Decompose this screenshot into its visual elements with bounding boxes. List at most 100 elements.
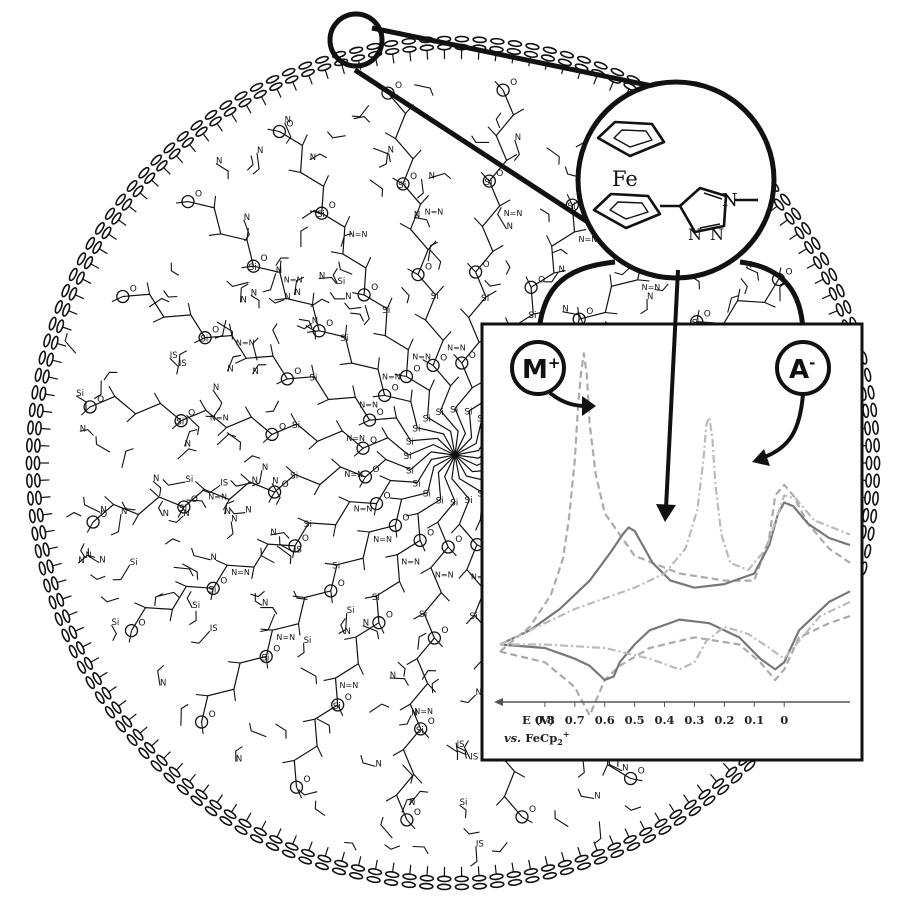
x-tick-label: 0.2 xyxy=(714,713,734,727)
linker-bond xyxy=(391,862,395,873)
triazole-label: N=N xyxy=(208,492,227,501)
cp-ring-outer xyxy=(593,61,608,70)
triazole-label: N=N xyxy=(354,505,373,514)
chain-fragment xyxy=(275,257,289,266)
nitrogen-label: N xyxy=(285,116,291,126)
cp-ring-inner xyxy=(540,54,556,62)
chain-fragment xyxy=(87,548,100,564)
oxygen-label: O xyxy=(372,465,379,475)
linker-bond xyxy=(74,294,85,300)
chain-fragment xyxy=(554,810,569,828)
oxygen-label: O xyxy=(483,260,490,270)
nitrogen-label: N xyxy=(211,553,217,563)
side-chain xyxy=(427,683,437,693)
ferrocene-unit xyxy=(557,851,575,876)
side-chain xyxy=(316,745,323,758)
triazole-label: N=N xyxy=(642,283,661,292)
oxygen-label: O xyxy=(786,267,793,277)
cp-ring-outer xyxy=(138,166,150,179)
triazole-label: N=N xyxy=(340,681,359,690)
chain-fragment xyxy=(177,448,197,460)
side-chain xyxy=(373,332,386,337)
ferrocene-unit xyxy=(265,74,283,98)
cp-ring-outer xyxy=(366,875,381,884)
cp-ring-inner xyxy=(56,592,65,607)
cp-ring-outer xyxy=(780,193,791,206)
linker-bond xyxy=(162,166,171,175)
chain-fragment xyxy=(316,718,331,734)
side-chain xyxy=(262,433,273,444)
chain-fragment xyxy=(260,613,276,633)
side-chain xyxy=(492,244,504,252)
ferrocene-unit xyxy=(789,221,812,240)
cp-ring-outer xyxy=(176,130,189,142)
chain-fragment xyxy=(111,624,118,641)
side-chain xyxy=(288,169,301,173)
linker-bond xyxy=(117,219,127,226)
oxygen-label: O xyxy=(345,693,352,703)
ferrocene-unit xyxy=(104,700,127,719)
chain-fragment xyxy=(249,722,267,738)
cp-ring-outer xyxy=(873,473,881,489)
ferrocene-unit xyxy=(138,739,159,760)
chain-fragment xyxy=(254,593,263,606)
linker-bond xyxy=(40,427,51,430)
oxygen-label: O xyxy=(586,307,593,317)
chain-fragment xyxy=(215,163,229,180)
ferrocene-unit xyxy=(436,866,452,891)
cp-ring-outer xyxy=(819,252,830,266)
ferrocene-unit xyxy=(314,846,332,871)
linker-bond xyxy=(814,278,825,284)
triazole-n1-label: N xyxy=(722,190,738,211)
triazole-label: N=N xyxy=(284,275,303,284)
silicon-label: Si xyxy=(412,425,420,435)
ferrocene-unit xyxy=(383,862,400,886)
side-chain xyxy=(385,554,398,558)
oxygen-label: O xyxy=(441,626,448,636)
cp-ring-inner xyxy=(350,54,366,62)
ferrocene-unit xyxy=(828,300,852,317)
ferrocene-unit xyxy=(61,625,85,643)
ferrocene-periphery-ring xyxy=(25,35,881,891)
chain-fragment xyxy=(497,206,508,230)
oxygen-label: O xyxy=(191,495,198,505)
side-chain xyxy=(308,440,318,450)
chain-fragment xyxy=(471,135,489,143)
nitrogen-label: N xyxy=(414,210,420,220)
triazole-label: N=N xyxy=(359,400,378,409)
linker-bond xyxy=(426,866,429,877)
nitrogen-label: N xyxy=(388,145,394,155)
silicon-label: IS xyxy=(457,740,465,750)
ferrocene-unit xyxy=(265,828,283,852)
cp-ring-inner xyxy=(454,875,470,883)
side-chain xyxy=(357,663,364,675)
nitrogen-label: N xyxy=(160,679,166,689)
silicon-label: Si xyxy=(382,306,390,316)
cp-ring-outer xyxy=(48,595,57,610)
chain-fragment xyxy=(260,607,278,615)
anion-arrow xyxy=(761,393,805,460)
side-chain xyxy=(215,559,228,566)
cp-ring-outer xyxy=(104,705,116,719)
linker-bond xyxy=(230,803,238,813)
side-chain xyxy=(440,592,450,602)
side-chain xyxy=(175,580,187,587)
cp-ring-outer xyxy=(870,402,878,418)
cp-ring-outer xyxy=(94,221,105,235)
ferrocene-unit xyxy=(38,559,62,576)
cp-ring-outer xyxy=(176,784,189,796)
chain-fragment xyxy=(594,821,602,844)
linker-bond xyxy=(128,713,137,721)
linker-bond xyxy=(74,626,85,632)
side-chain xyxy=(111,296,124,303)
linker-bond xyxy=(51,562,62,567)
ferrocene-unit xyxy=(204,794,223,817)
silicon-label: IS xyxy=(476,839,484,849)
chain-fragment xyxy=(389,677,409,686)
chain-fragment xyxy=(251,470,263,487)
nitrogen-label: N xyxy=(185,439,191,449)
linker-bond xyxy=(42,512,53,516)
linker-bond xyxy=(654,812,661,822)
linker-bond xyxy=(117,700,127,707)
